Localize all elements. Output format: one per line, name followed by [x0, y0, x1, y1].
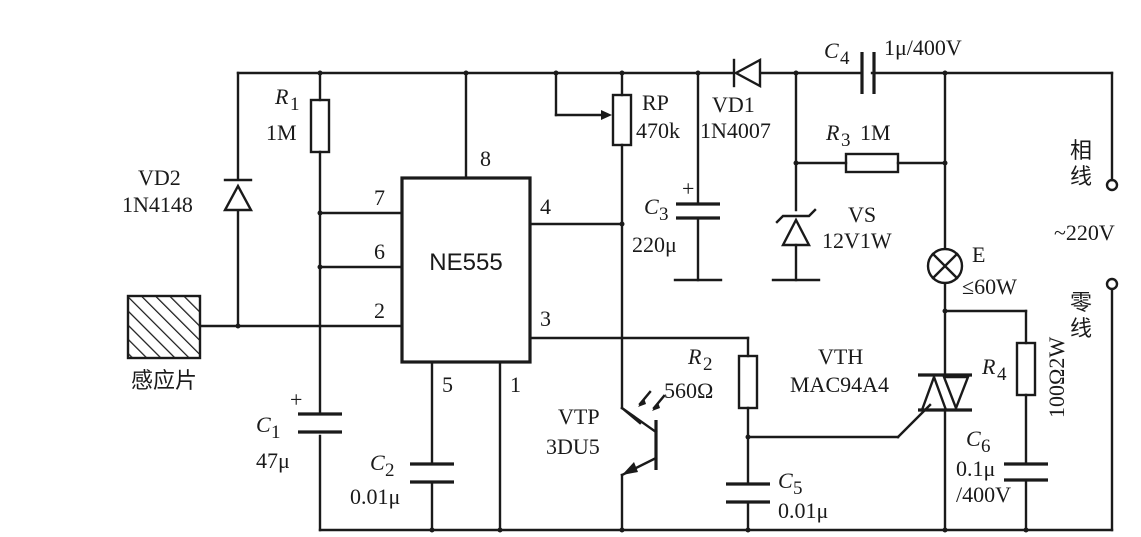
- capacitor-c4: C 4 1μ/400V: [824, 35, 962, 94]
- vth-value: MAC94A4: [790, 372, 889, 397]
- vtp-value: 3DU5: [546, 434, 600, 459]
- junction-dots: [235, 70, 1029, 533]
- c3-value: 220μ: [632, 232, 677, 257]
- pin-1-label: 1: [510, 372, 521, 397]
- diode-vd1: VD1 1N4007: [700, 57, 771, 143]
- phototransistor-vtp: VTP 3DU5: [546, 390, 666, 477]
- c1-sub: 1: [271, 422, 281, 443]
- c5-sub: 5: [793, 478, 803, 499]
- pin-3-label: 3: [540, 306, 551, 331]
- c1-value: 47μ: [256, 448, 290, 473]
- pin-2-label: 2: [374, 298, 385, 323]
- vd1-ref: VD1: [712, 92, 755, 117]
- r4-value: 100Ω2W: [1044, 337, 1069, 418]
- triac-vth: VTH MAC94A4: [790, 344, 972, 412]
- vs-ref: VS: [848, 202, 876, 227]
- ic-name: NE555: [429, 249, 502, 276]
- c2-ref: C: [370, 450, 385, 475]
- neutral-label: 零 线: [1070, 291, 1099, 342]
- r4-ref: R: [981, 354, 996, 379]
- pin-8-label: 8: [480, 146, 491, 171]
- c5-value: 0.01μ: [778, 498, 828, 523]
- c4-value: 1μ/400V: [884, 35, 962, 60]
- c3-polarity: +: [682, 176, 694, 201]
- vd2-ref: VD2: [138, 165, 181, 190]
- voltage-label: ~220V: [1054, 220, 1115, 245]
- vth-ref: VTH: [818, 344, 863, 369]
- lamp-value: ≤60W: [962, 274, 1017, 299]
- pin-6-label: 6: [374, 239, 385, 264]
- capacitor-c3: + C 3 220μ: [632, 176, 720, 257]
- c2-value: 0.01μ: [350, 484, 400, 509]
- capacitor-c2: C 2 0.01μ: [350, 450, 454, 509]
- lamp-e: E ≤60W: [926, 242, 1017, 299]
- rp-value: 470k: [636, 118, 680, 143]
- capacitor-c6: C 6 0.1μ /400V: [956, 426, 1048, 507]
- sensor-label: 感应片: [131, 369, 197, 394]
- r1-ref: R: [274, 84, 289, 109]
- pin-7-label: 7: [374, 185, 385, 210]
- resistor-r4: R 4 100Ω2W: [981, 337, 1069, 418]
- vs-value: 12V1W: [822, 228, 892, 253]
- capacitor-c1: + C 1 47μ: [256, 387, 342, 473]
- c4-ref: C: [824, 38, 839, 63]
- resistor-r2: R 2 560Ω: [664, 344, 759, 410]
- c6-value2: /400V: [956, 482, 1011, 507]
- rp-ref: RP: [642, 90, 669, 115]
- c5-ref: C: [778, 468, 793, 493]
- resistor-r1: R 1 1M: [266, 84, 331, 154]
- c6-value: 0.1μ: [956, 456, 995, 481]
- wires: [198, 71, 1114, 532]
- terminals: 相 线 ~220V 零 线: [1054, 139, 1119, 342]
- capacitor-c5: C 5 0.01μ: [726, 468, 828, 523]
- diode-vd2: VD2 1N4148: [122, 165, 254, 217]
- lamp-ref: E: [972, 242, 985, 267]
- r2-ref: R: [687, 344, 702, 369]
- r2-value: 560Ω: [664, 378, 713, 403]
- potentiometer-rp: RP 470k: [601, 90, 680, 147]
- c3-ref: C: [644, 194, 659, 219]
- zener-vs: VS 12V1W: [775, 202, 892, 253]
- r4-sub: 4: [997, 364, 1007, 385]
- pin-5-label: 5: [442, 372, 453, 397]
- pin-4-label: 4: [540, 194, 551, 219]
- r3-sub: 3: [841, 130, 851, 151]
- c3-sub: 3: [659, 204, 669, 225]
- r1-sub: 1: [290, 94, 300, 115]
- c2-sub: 2: [385, 460, 395, 481]
- sensor-plate: 感应片: [126, 294, 202, 394]
- resistor-r3: R 3 1M: [825, 120, 900, 174]
- vd1-value: 1N4007: [700, 118, 771, 143]
- c6-sub: 6: [981, 436, 991, 457]
- r2-sub: 2: [703, 354, 713, 375]
- ne555-ic: NE555 8 7 6 2 4 3 5 1: [374, 146, 551, 397]
- c6-ref: C: [966, 426, 981, 451]
- c1-polarity: +: [290, 387, 302, 412]
- r3-ref: R: [825, 120, 840, 145]
- c1-ref: C: [256, 412, 271, 437]
- c4-sub: 4: [840, 48, 850, 69]
- r3-value: 1M: [860, 120, 891, 145]
- vtp-ref: VTP: [558, 404, 600, 429]
- r1-value: 1M: [266, 120, 297, 145]
- vd2-value: 1N4148: [122, 192, 193, 217]
- phase-label: 相 线: [1070, 139, 1099, 190]
